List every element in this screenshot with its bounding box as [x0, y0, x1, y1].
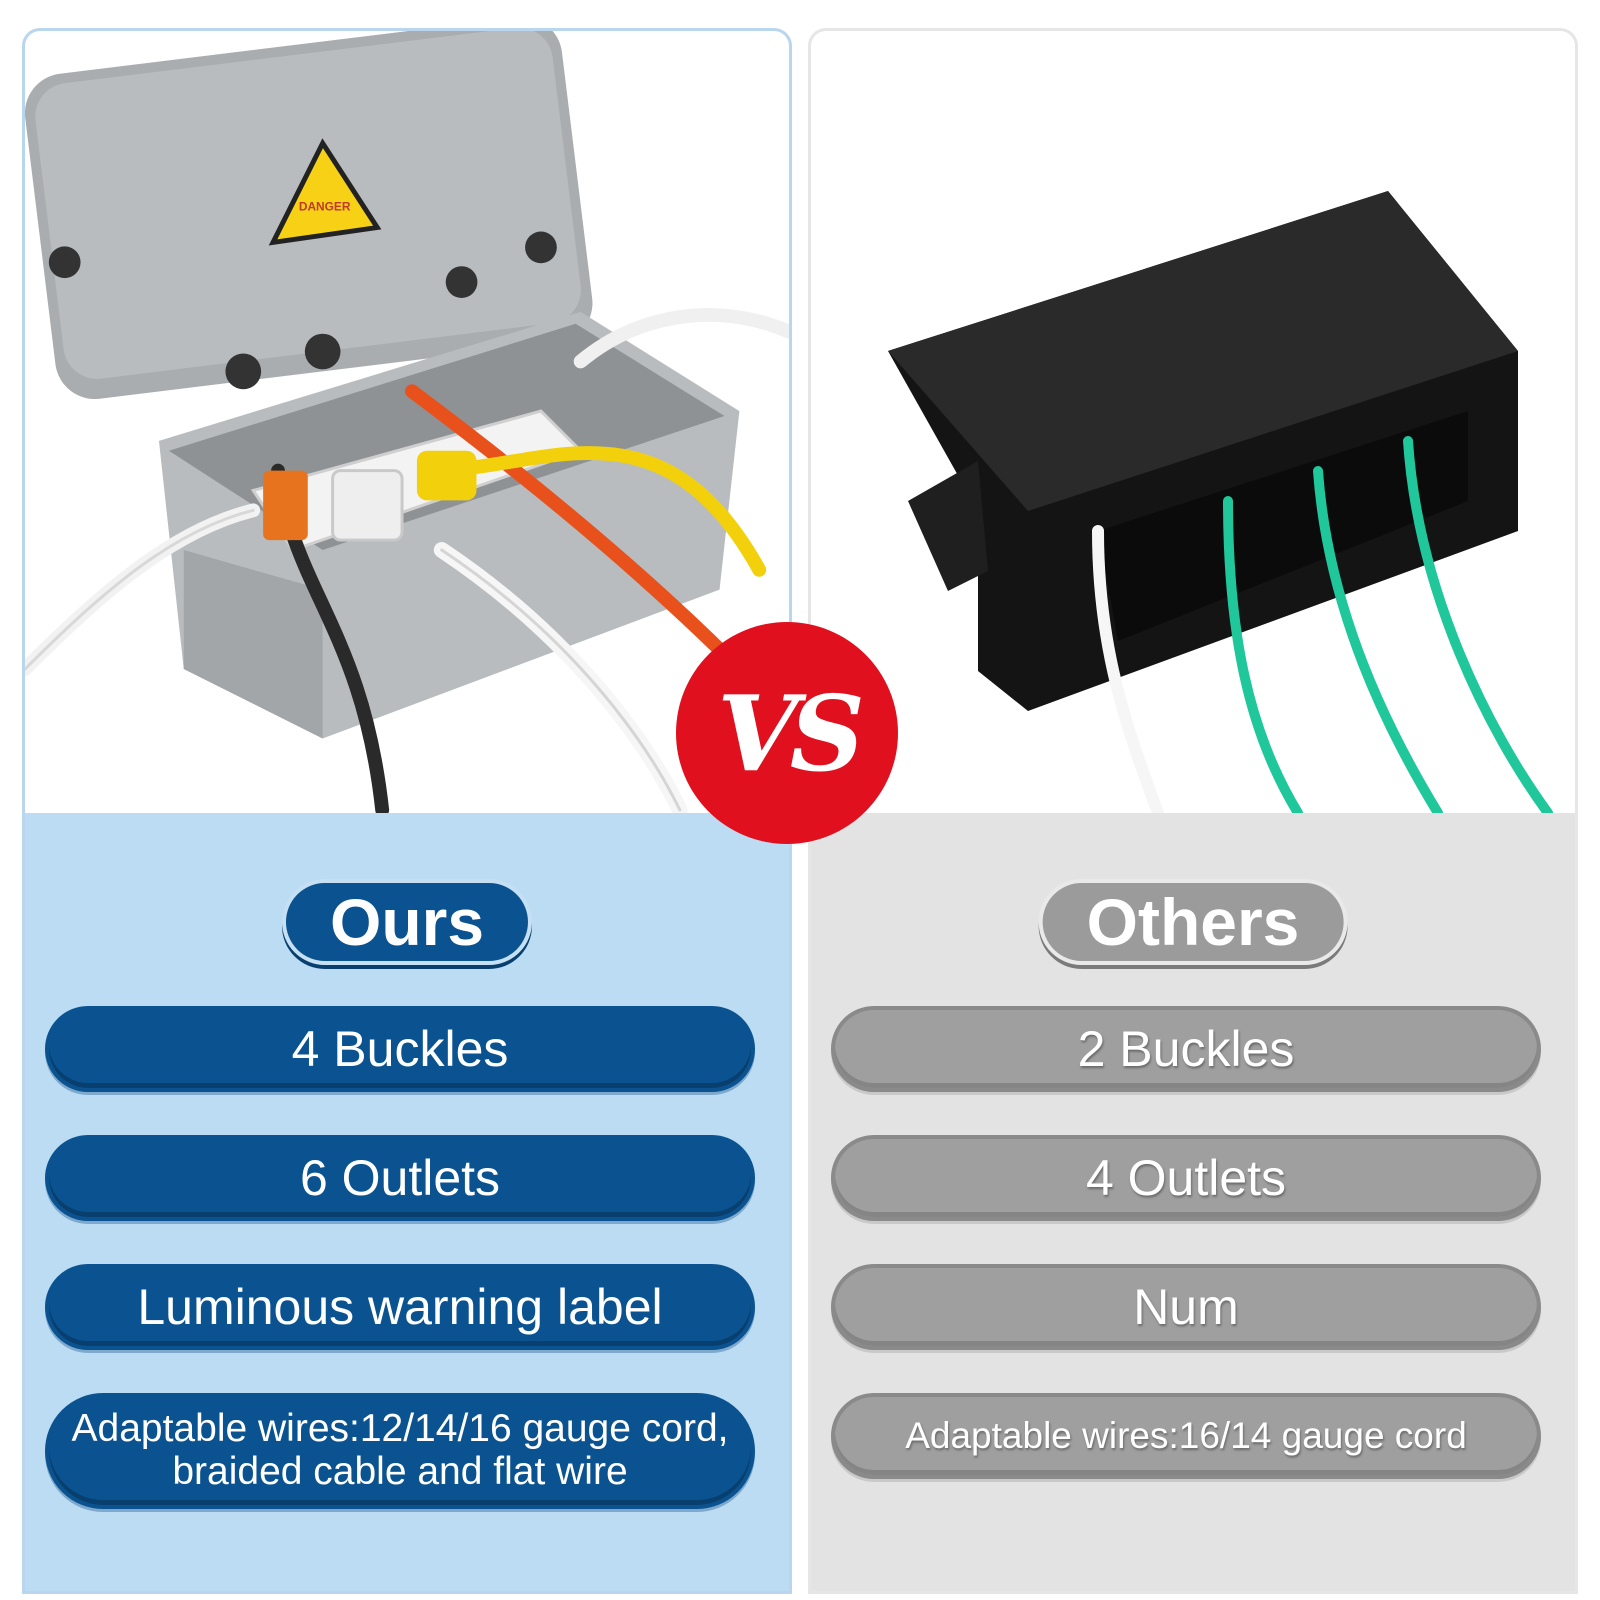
others-feature-warning-label: Num [831, 1264, 1541, 1350]
ours-panel: DANGER [22, 28, 792, 1594]
ours-product-photo: DANGER [25, 31, 789, 813]
others-feature-outlets: 4 Outlets [831, 1135, 1541, 1221]
ours-feature-adaptable-wires: Adaptable wires:12/14/16 gauge cord, bra… [45, 1393, 755, 1509]
black-box [888, 191, 1518, 711]
vs-badge: VS [676, 622, 898, 844]
ours-feature-warning-label: Luminous warning label [45, 1264, 755, 1350]
box-lid: DANGER [25, 31, 593, 400]
cables [1092, 436, 1553, 813]
ours-heading: Ours [281, 879, 533, 965]
others-feature-adaptable-wires: Adaptable wires:16/14 gauge cord [831, 1393, 1541, 1479]
others-product-photo [811, 31, 1575, 813]
ours-feature-outlets: 6 Outlets [45, 1135, 755, 1221]
others-heading: Others [1038, 879, 1348, 965]
others-panel: Others 2 Buckles 4 Outlets Num Adaptable… [808, 28, 1578, 1594]
black-box-illustration [888, 191, 1553, 813]
danger-label: DANGER [299, 200, 351, 214]
ours-feature-buckles: 4 Buckles [45, 1006, 755, 1092]
others-feature-buckles: 2 Buckles [831, 1006, 1541, 1092]
grey-junction-box-illustration: DANGER [25, 31, 789, 813]
